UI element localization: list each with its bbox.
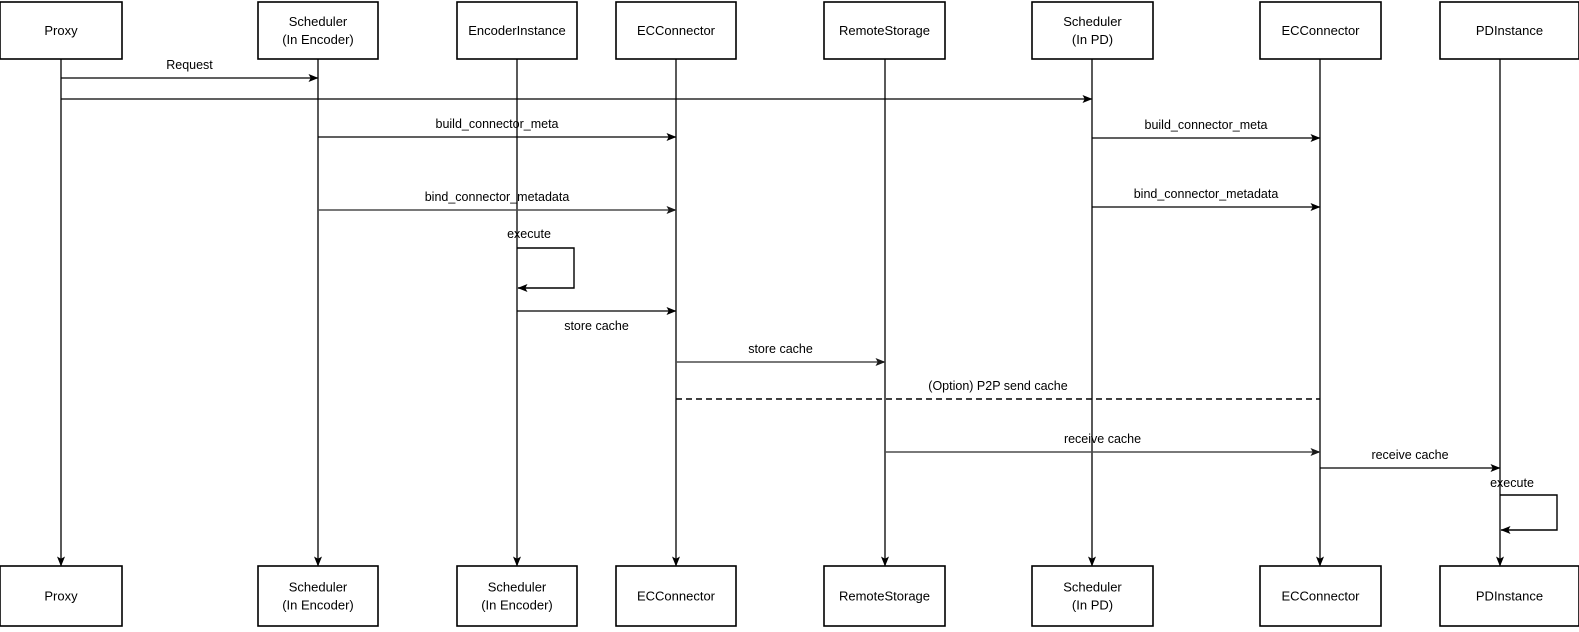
- message-label-m11: receive cache: [1371, 448, 1448, 462]
- message-label-m8: store cache: [748, 342, 813, 356]
- participant-boxes-bottom: Proxy Scheduler (In Encoder) Scheduler (In E…: [0, 565, 1579, 627]
- message-label-m5: bind_connector_metadata: [425, 190, 570, 204]
- participant-label-ec_conn_pd-bottom: ECConnector: [1281, 588, 1360, 603]
- participant-box-pd_inst-bottom[interactable]: [1439, 565, 1579, 627]
- participant-box-remote_store-bottom[interactable]: [823, 565, 946, 627]
- participant-label-ec_conn_pd-top: ECConnector: [1281, 23, 1360, 38]
- participant-label-encoder_inst-bottom-line2: (In Encoder): [481, 597, 553, 612]
- message-label-m3: build_connector_meta: [436, 117, 559, 131]
- participant-label-pd_inst-bottom: PDInstance: [1476, 588, 1543, 603]
- participant-box-ec_conn_enc-top[interactable]: [615, 1, 737, 60]
- participant-box-sched_pd-top[interactable]: [1031, 1, 1154, 60]
- message-label-m1: Request: [166, 58, 213, 72]
- participant-label-ec_conn_enc-bottom: ECConnector: [637, 588, 716, 603]
- participant-box-sched_enc-top[interactable]: [257, 1, 379, 60]
- lifelines-group: [57, 59, 1504, 567]
- participant-box-sched_enc-bottom[interactable]: [257, 565, 379, 627]
- message-label-m7: store cache: [564, 319, 629, 333]
- self-message-path-s2[interactable]: [1500, 494, 1558, 534]
- participant-box-ec_conn_pd-bottom[interactable]: [1259, 565, 1382, 627]
- participant-label-pd_inst-top: PDInstance: [1476, 23, 1543, 38]
- participant-label-sched_pd-top-line2: (In PD): [1072, 32, 1113, 47]
- participant-box-proxy-top[interactable]: [0, 1, 123, 60]
- participant-box-encoder_inst-top[interactable]: [456, 1, 578, 60]
- participant-boxes-top: Proxy Scheduler (In Encoder) EncoderInstanc…: [0, 1, 1579, 60]
- participant-box-ec_conn_enc-bottom[interactable]: [615, 565, 737, 627]
- participant-label-sched_enc-bottom-line1: Scheduler: [289, 579, 348, 594]
- message-label-m9: (Option) P2P send cache: [928, 379, 1067, 393]
- participant-box-sched_pd-bottom[interactable]: [1031, 565, 1154, 627]
- participant-label-sched_pd-bottom-line2: (In PD): [1072, 597, 1113, 612]
- participant-label-sched_pd-bottom-line1: Scheduler: [1063, 579, 1122, 594]
- message-label-m4: build_connector_meta: [1145, 118, 1268, 132]
- participant-label-sched_enc-bottom-line2: (In Encoder): [282, 597, 354, 612]
- participant-box-pd_inst-top[interactable]: [1439, 1, 1579, 60]
- participant-label-sched_pd-top-line1: Scheduler: [1063, 14, 1122, 29]
- message-label-m10: receive cache: [1064, 432, 1141, 446]
- participant-label-sched_enc-top-line2: (In Encoder): [282, 32, 354, 47]
- participant-label-proxy-top: Proxy: [44, 23, 78, 38]
- participant-label-encoder_inst-top: EncoderInstance: [468, 23, 566, 38]
- self-message-label-s1: execute: [507, 227, 551, 241]
- participant-box-encoder_inst-bottom[interactable]: [456, 565, 578, 627]
- participant-box-remote_store-top[interactable]: [823, 1, 946, 60]
- participant-label-ec_conn_enc-top: ECConnector: [637, 23, 716, 38]
- participant-label-sched_enc-top-line1: Scheduler: [289, 14, 348, 29]
- messages-group: Request build_connector_meta build_connect…: [61, 58, 1501, 472]
- self-message-path-s1[interactable]: [517, 247, 575, 292]
- message-label-m6: bind_connector_metadata: [1134, 187, 1279, 201]
- participant-label-encoder_inst-bottom-line1: Scheduler: [488, 579, 547, 594]
- participant-label-remote_store-bottom: RemoteStorage: [839, 588, 930, 603]
- self-message-label-s2: execute: [1490, 476, 1534, 490]
- participant-box-ec_conn_pd-top[interactable]: [1259, 1, 1382, 60]
- participant-label-proxy-bottom: Proxy: [44, 588, 78, 603]
- participant-label-remote_store-top: RemoteStorage: [839, 23, 930, 38]
- self-messages-group: execute execute: [507, 227, 1558, 534]
- participant-box-proxy-bottom[interactable]: [0, 565, 123, 627]
